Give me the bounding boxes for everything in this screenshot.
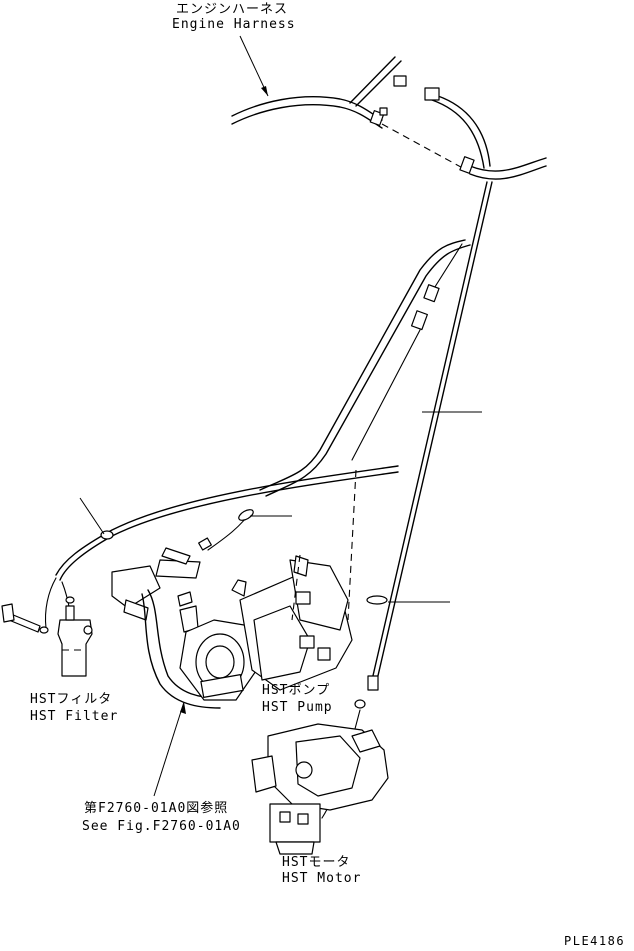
- engine-harness: [231, 56, 547, 180]
- hst-filter-label-en: HST Filter: [30, 709, 118, 724]
- hst-motor-label-en: HST Motor: [282, 871, 361, 886]
- hst-motor-label-jp: HSTモータ: [282, 855, 350, 870]
- leader-lines: [79, 35, 482, 797]
- reference-label-en: See Fig.F2760-01A0: [82, 819, 241, 834]
- engine-harness-label-jp: エンジンハーネス: [176, 2, 288, 17]
- hst-filter-label-jp: HSTフィルタ: [30, 692, 112, 707]
- hst-motor: [251, 723, 389, 855]
- hst-pump-label-en: HST Pump: [262, 700, 333, 715]
- engine-harness-label-en: Engine Harness: [172, 17, 296, 32]
- main-harness: [44, 181, 493, 819]
- drawing-number: PLE4186: [564, 934, 625, 948]
- hst-filter: [1, 596, 93, 677]
- reference-label-jp: 第F2760-01A0図参照: [84, 800, 228, 816]
- hst-pump-label-jp: HSTポンプ: [262, 683, 330, 698]
- hst-pump: [111, 547, 353, 709]
